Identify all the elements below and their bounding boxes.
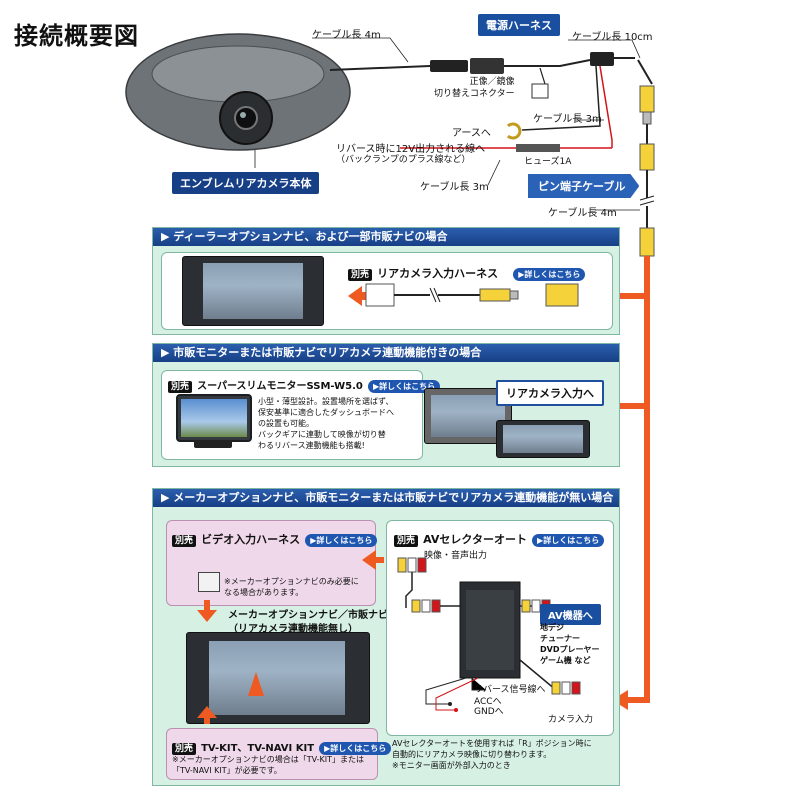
mirror-connector-label: 正像／鏡像 切り替えコネクター	[434, 77, 515, 99]
pin-cable-tag: ピン端子ケーブル	[528, 174, 640, 198]
video-harness-header: 別売 ビデオ入力ハーネス ▶詳しくはこちら	[172, 528, 378, 547]
tv-kit-header: 別売 TV-KIT、TV-NAVI KIT ▶詳しくはこちら	[172, 736, 392, 755]
video-harness-note: ※メーカーオプションナビのみ必要に なる場合があります。	[224, 577, 359, 597]
sold-separately-badge: 別売	[394, 535, 419, 547]
reverse-signal-label: リバース信号線へ	[474, 685, 546, 695]
sold-separately-badge: 別売	[348, 269, 373, 281]
cable-length-3m-a: ケーブル長 3m	[533, 114, 602, 125]
harness-connector	[470, 58, 504, 74]
rear-harness-detail-button[interactable]: ▶詳しくはこちら	[513, 268, 586, 281]
acc-label: ACCへ	[474, 697, 502, 707]
sold-separately-badge: 別売	[172, 743, 197, 755]
av-selector-header: 別売 AVセレクターオート ▶詳しくはこちら	[394, 528, 605, 547]
video-harness-connector	[198, 572, 220, 592]
tv-kit-detail-button[interactable]: ▶詳しくはこちら	[319, 742, 392, 755]
reverse-line-label: リバース時に12V出力される線へ	[336, 144, 486, 155]
video-harness-detail-button[interactable]: ▶詳しくはこちら	[305, 534, 378, 547]
monitor-product-header: 別売 スーパースリムモニターSSM-W5.0 ▶詳しくはこちら	[168, 374, 441, 393]
camera-connector	[430, 60, 468, 72]
camera-body-label: エンブレムリアカメラ本体	[172, 172, 320, 194]
fuse-label: ヒューズ1A	[524, 157, 572, 167]
slim-monitor-device	[176, 394, 252, 442]
camera-lens-glint	[240, 112, 246, 118]
tv-kit-title: TV-KIT、TV-NAVI KIT	[201, 743, 315, 754]
earth-label: アースへ	[452, 128, 491, 139]
traffic-cone	[248, 672, 264, 696]
cable-length-4m-b: ケーブル長 4m	[548, 208, 617, 219]
slim-monitor-stand	[194, 440, 232, 448]
section-no-link-header: ▶ メーカーオプションナビ、市販モニターまたは市販ナビでリアカメラ連動機能が無い…	[153, 489, 619, 507]
harness-rca-jack	[545, 283, 579, 307]
cable-length-3m-b: ケーブル長 3m	[420, 182, 489, 193]
dealer-nav-device	[182, 256, 324, 326]
section-dealer-nav-header: ▶ ディーラーオプションナビ、および一部市販ナビの場合	[153, 228, 619, 246]
maker-nav-sublabel: （リアカメラ連動機能無し）	[228, 624, 358, 635]
maker-nav-label: メーカーオプションナビ／市販ナビ	[228, 610, 388, 621]
section-aftermarket-linked-header: ▶ 市販モニターまたは市販ナビでリアカメラ連動機能付きの場合	[153, 344, 619, 362]
av-selector-description: AVセレクターオートを使用すれば「R」ポジション時に 自動的にリアカメラ映像に切…	[392, 739, 592, 770]
cable-length-10cm: ケーブル長 10cm	[572, 32, 653, 43]
tv-kit-note: ※メーカーオプションナビの場合は「TV-KIT」または 「TV-NAVI KIT…	[172, 755, 364, 775]
video-harness-title: ビデオ入力ハーネス	[201, 533, 301, 546]
rear-harness-header: 別売 リアカメラ入力ハーネス ▶詳しくはこちら	[348, 262, 586, 281]
dealer-nav-screen	[203, 263, 303, 319]
earth-terminal	[506, 122, 522, 140]
av-selector-wiring	[397, 557, 581, 712]
fuse-holder	[516, 144, 560, 152]
av-device-tag: AV機器へ	[540, 604, 601, 625]
monitor-description: 小型・薄型設計。設置場所を選ばず、 保安基準に適合したダッシュボードへ の設置も…	[258, 397, 394, 450]
cable-length-4m-a: ケーブル長 4m	[312, 30, 381, 41]
sold-separately-badge: 別売	[168, 381, 193, 393]
aftermarket-nav-2	[496, 420, 590, 458]
reverse-line-note: （バックランプのプラス線など）	[336, 155, 471, 165]
av-output-label: 映像・音声出力	[424, 551, 488, 561]
maker-nav-screen	[209, 641, 345, 715]
rear-camera-harness-title: リアカメラ入力ハーネス	[377, 267, 499, 280]
camera-input-label: カメラ入力	[548, 715, 594, 725]
av-selector-title: AVセレクターオート	[423, 533, 527, 546]
page-title: 接続概要図	[14, 22, 139, 50]
rear-input-tag: リアカメラ入力へ	[496, 380, 604, 406]
camera-lens	[234, 106, 258, 130]
av-device-list: 地デジ チューナー DVDプレーヤー ゲーム機 など	[540, 623, 600, 665]
av-selector-detail-button[interactable]: ▶詳しくはこちら	[532, 534, 605, 547]
sold-separately-badge: 別売	[172, 535, 197, 547]
maker-nav-device	[186, 632, 370, 724]
power-harness-tag: 電源ハーネス	[478, 14, 560, 36]
monitor-detail-button[interactable]: ▶詳しくはこちら	[367, 380, 441, 393]
rear-harness-cable	[348, 283, 579, 307]
super-slim-monitor-title: スーパースリムモニターSSM-W5.0	[197, 381, 363, 392]
gnd-label: GNDへ	[474, 707, 504, 717]
